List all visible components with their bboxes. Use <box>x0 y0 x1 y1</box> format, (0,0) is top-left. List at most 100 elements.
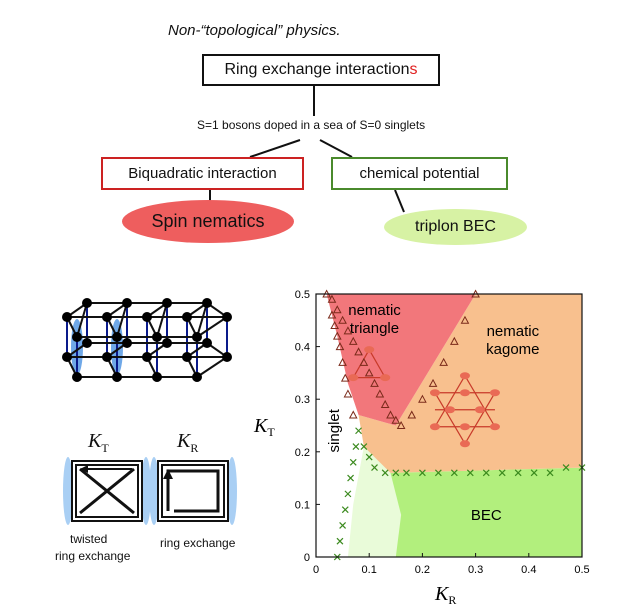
cross-marker <box>450 469 458 477</box>
kt-symbol: KT <box>88 430 109 455</box>
x-tick-label: 0.5 <box>574 564 589 576</box>
y-tick-label: 0.4 <box>295 342 310 354</box>
spin-lobe <box>459 423 470 431</box>
cross-marker <box>339 522 347 529</box>
spin-lobe <box>459 372 470 380</box>
cross-stroke <box>344 490 352 498</box>
cross-marker <box>530 469 538 477</box>
cross-stroke <box>418 469 426 477</box>
cross-stroke <box>360 443 368 450</box>
twisted-ring-icon <box>63 457 151 525</box>
triangle-marker <box>449 336 459 345</box>
lattice-illustration <box>62 298 232 382</box>
cross-stroke <box>466 469 474 477</box>
region-label-BEC: BEC <box>471 507 502 524</box>
axis-ticks: 000.10.10.20.20.30.30.40.40.50.5 <box>295 289 590 576</box>
cross-marker <box>403 469 410 477</box>
cross-stroke <box>482 469 490 477</box>
triangle-marker <box>340 373 350 382</box>
triangle-marker <box>330 321 339 330</box>
y-tick-label: 0.2 <box>295 447 310 459</box>
spin-lobe <box>459 440 470 448</box>
triangle-marker <box>418 394 427 403</box>
triangle-marker <box>407 410 417 419</box>
cross-marker <box>344 490 352 498</box>
chemical-potential-box: chemical potential <box>331 157 508 190</box>
cross-marker <box>360 443 368 450</box>
triangle-marker <box>396 420 406 429</box>
bec-crossover-glow <box>347 446 402 557</box>
triangle-marker <box>386 410 395 419</box>
cross-stroke <box>562 464 570 472</box>
cross-stroke <box>336 537 344 545</box>
connector-chem-triplon <box>394 189 405 213</box>
spin-lobe <box>429 389 440 397</box>
cross-stroke <box>341 506 349 514</box>
spin-lobe <box>364 346 375 354</box>
cross-stroke <box>365 453 373 461</box>
twisted-label-2: ring exchange <box>55 549 131 563</box>
triangle-marker <box>348 410 358 419</box>
cross-stroke <box>347 474 355 482</box>
spin-lobe <box>459 389 470 397</box>
ring-exchange-label: Ring exchange interaction <box>224 61 410 78</box>
triangle-marker <box>370 378 379 387</box>
cross-marker <box>371 464 378 472</box>
spin-lobe <box>429 423 440 431</box>
region-label-line: triangle <box>350 320 399 337</box>
y-tick-label: 0 <box>304 552 310 564</box>
phase-regions <box>326 294 582 557</box>
triangle-marker <box>354 347 363 356</box>
y-axis-label: KT <box>253 415 275 439</box>
plot-frame <box>315 293 583 558</box>
cross-marker <box>352 443 360 450</box>
cross-stroke <box>392 469 400 477</box>
x-tick-label: 0.3 <box>468 564 483 576</box>
cross-marker <box>355 427 362 435</box>
triangle-marker <box>359 357 369 366</box>
region-nematic-triangle <box>326 294 476 426</box>
triangle-marker <box>332 331 342 340</box>
triangle-marker <box>375 389 385 398</box>
kr-symbol: KR <box>177 430 199 455</box>
spin-lobe <box>444 406 455 414</box>
biquadratic-box: Biquadratic interaction <box>101 157 304 190</box>
spin-lobe <box>348 374 359 382</box>
region-label-singlet: singlet <box>326 408 343 452</box>
cross-marker <box>381 469 389 477</box>
triangle-marker <box>327 294 337 303</box>
triangle-marker <box>391 415 401 424</box>
cross-stroke <box>514 469 522 477</box>
cross-stroke <box>371 464 378 472</box>
cross-marker <box>466 469 474 477</box>
cross-marker <box>562 464 570 472</box>
region-bec <box>363 446 582 557</box>
cross-marker <box>418 469 426 477</box>
connector-bosons-chem <box>319 139 353 158</box>
connector-bosons-biq <box>249 139 301 158</box>
x-tick-label: 0.1 <box>362 564 377 576</box>
triangle-marker <box>460 315 470 324</box>
cross-stroke <box>355 427 362 435</box>
spin-lobe <box>380 374 391 382</box>
triangle-marker <box>343 389 353 398</box>
spin-lobe <box>489 423 500 431</box>
triangle-marker <box>335 342 345 351</box>
connector-lines <box>209 86 405 213</box>
region-label-line: nematic <box>348 302 401 319</box>
ring-exchange-icon <box>149 457 237 525</box>
x-tick-label: 0 <box>313 564 319 576</box>
cross-stroke <box>381 469 389 477</box>
y-tick-label: 0.3 <box>295 394 310 406</box>
ring-exchange-label-bottom: ring exchange <box>160 536 236 550</box>
phase-diagram: 000.10.10.20.20.30.30.40.40.50.5 KT KR n… <box>253 289 590 607</box>
triangle-marker <box>332 305 342 314</box>
triangle-marker <box>327 310 337 319</box>
cross-stroke <box>349 458 357 466</box>
cross-marker <box>349 458 357 466</box>
cross-stroke <box>498 469 506 477</box>
triangle-marker <box>348 336 358 345</box>
spin-nematics-ellipse: Spin nematics <box>122 200 294 243</box>
